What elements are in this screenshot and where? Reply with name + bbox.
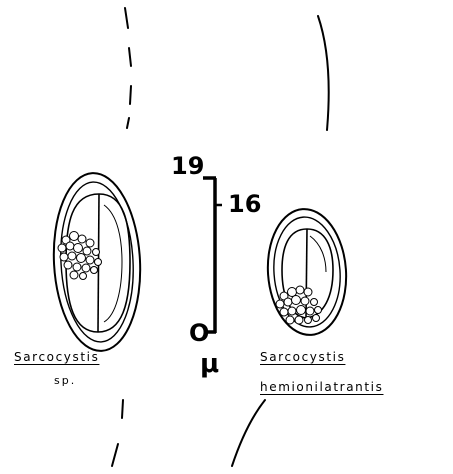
right-oocyst (264, 206, 351, 337)
background-curves (112, 8, 329, 466)
curve-top-left-dash-3 (127, 118, 129, 128)
curve-bottom-left (122, 400, 123, 418)
scale-mid-value: 16 (228, 190, 261, 218)
left-residuum (58, 232, 102, 280)
scale-bottom-value: O (189, 319, 209, 347)
right-sporocyst-right (306, 229, 333, 318)
curve-top-left-dash-2 (130, 86, 131, 104)
scale-bar (203, 178, 222, 333)
scale-top-value: 19 (171, 152, 204, 180)
curve-top-right (318, 16, 329, 130)
curve-bottom-right (232, 400, 265, 466)
left-oocyst (49, 171, 144, 353)
right-specimen-genus: Sarcocystis (260, 350, 345, 364)
right-sporocyst-inner (310, 236, 326, 272)
curve-top-left-dash (129, 48, 131, 66)
left-sporocyst-inner (104, 205, 122, 322)
left-specimen-genus: Sarcocystis (14, 350, 99, 364)
curve-top-left (125, 8, 128, 28)
left-specimen-species: sp. (54, 374, 76, 387)
left-sporocyst-right (98, 194, 130, 332)
scale-unit: μ (200, 349, 219, 379)
curve-bottom-left-2 (112, 444, 118, 466)
right-specimen-species: hemionilatrantis (260, 380, 383, 394)
